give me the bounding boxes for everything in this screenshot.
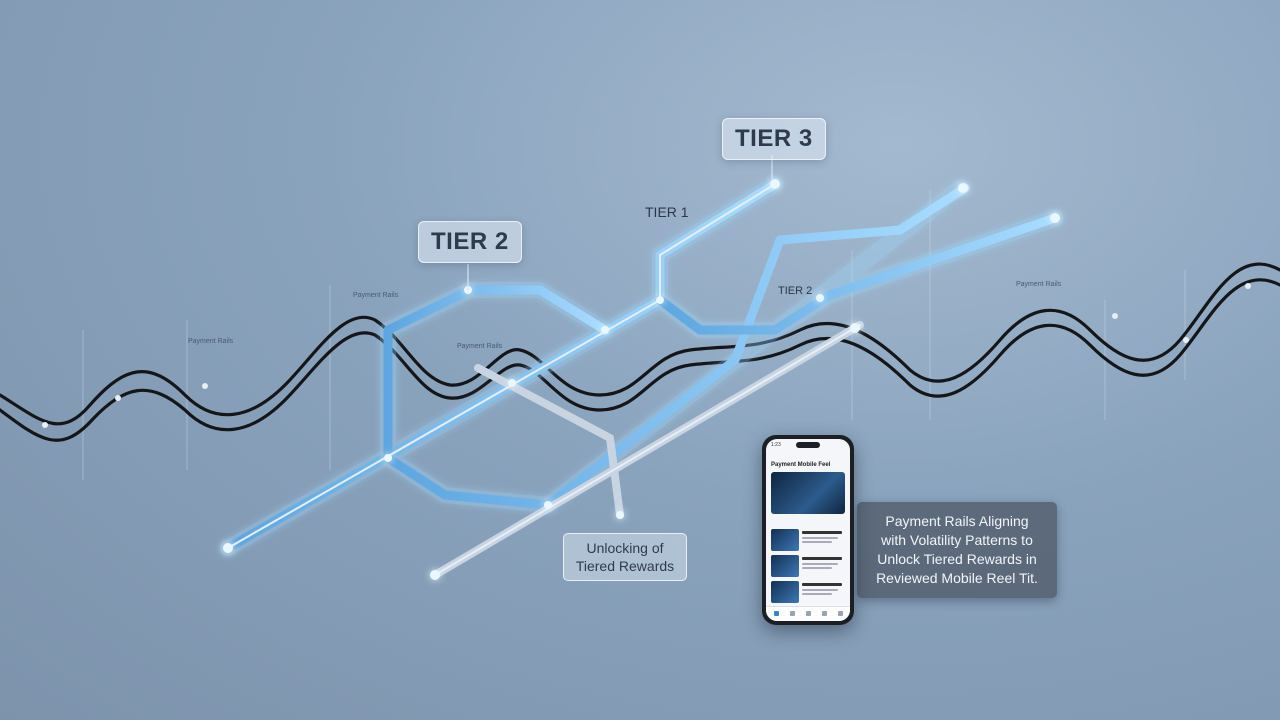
caption-line: Unlock Tiered Rewards in — [877, 551, 1037, 567]
rail-right — [655, 213, 1060, 335]
phone-hero-image[interactable] — [771, 472, 845, 514]
phone-feed-item[interactable] — [771, 555, 845, 577]
tier-2-label: TIER 2 — [418, 221, 522, 263]
phone-feed-item[interactable] — [771, 529, 845, 551]
phone-notch — [796, 442, 820, 448]
explore-tab-icon[interactable] — [790, 611, 795, 616]
rail-long — [383, 183, 970, 510]
tier-3-label: TIER 3 — [722, 118, 826, 160]
micro-label: Payment Rails — [457, 343, 503, 350]
caption-line: Reviewed Mobile Reel Tit. — [876, 570, 1038, 586]
feed-thumbnail — [771, 555, 799, 577]
phone-tab-bar — [766, 606, 850, 621]
mobile-phone-mockup: 1:23 Payment Mobile Feel — [762, 435, 854, 625]
feed-thumbnail — [771, 581, 799, 603]
profile-tab-icon[interactable] — [838, 611, 843, 616]
caption-line: with Volatility Patterns to — [881, 532, 1033, 548]
callout-line: Tiered Rewards — [575, 558, 675, 574]
phone-status-time: 1:23 — [771, 442, 781, 448]
micro-label: Payment Rails — [1016, 281, 1062, 288]
callout-line: Unlocking of — [586, 540, 664, 556]
add-tab-icon[interactable] — [806, 611, 811, 616]
phone-screen: 1:23 Payment Mobile Feel — [766, 439, 850, 621]
volatility-waves — [0, 262, 1280, 442]
rail-nodes — [223, 179, 1060, 580]
activity-tab-icon[interactable] — [822, 611, 827, 616]
tier-1-label: TIER 1 — [645, 204, 689, 220]
micro-label: Payment Rails — [353, 292, 399, 299]
marker-dots — [42, 283, 1251, 428]
phone-feed-title: Payment Mobile Feel — [771, 462, 831, 468]
rail-grey-1 — [474, 364, 624, 519]
tier-2-small-label: TIER 2 — [778, 285, 813, 297]
phone-feed-item[interactable] — [771, 581, 845, 603]
unlocking-tiered-rewards-callout: Unlocking of Tiered Rewards — [563, 533, 687, 581]
caption-box: Payment Rails Aligning with Volatility P… — [857, 502, 1057, 598]
micro-label: Payment Rails — [188, 338, 234, 345]
caption-line: Payment Rails Aligning — [885, 513, 1029, 529]
feed-thumbnail — [771, 529, 799, 551]
home-tab-icon[interactable] — [774, 611, 779, 616]
